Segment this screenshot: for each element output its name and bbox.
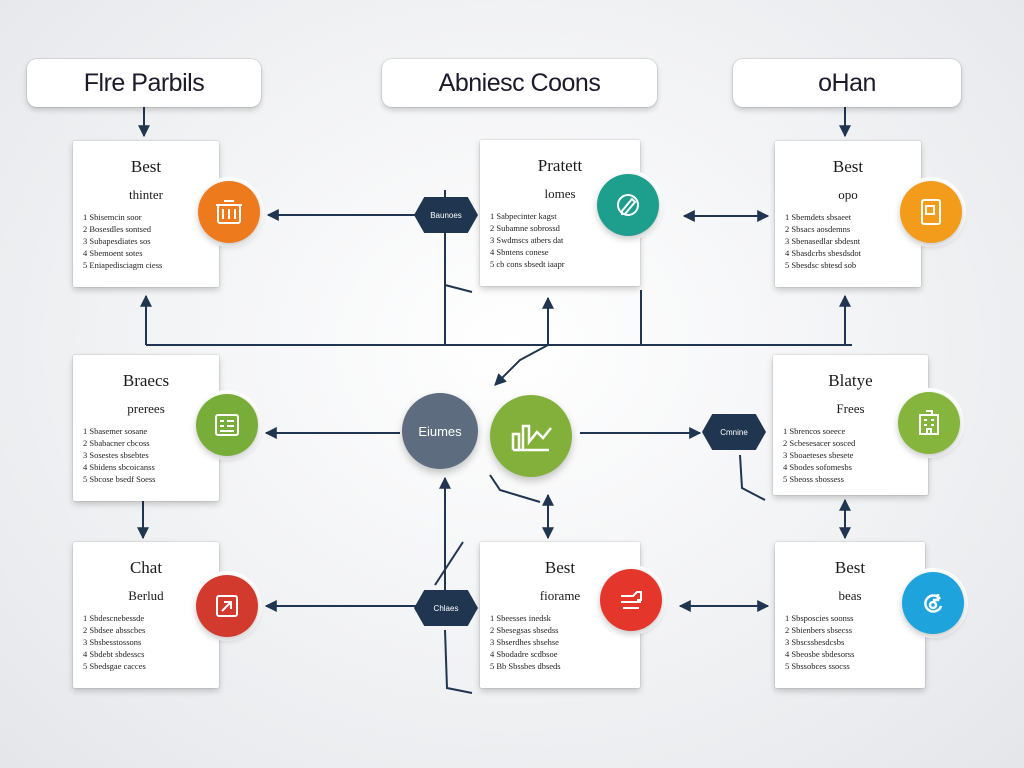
- card-list: 1 Sbdescnebessde 2 Sbdsee absscbes 3 Sbs…: [83, 612, 146, 672]
- card-list: 1 Sbrencos soeece 2 Scbesesacer sosced 3…: [783, 425, 855, 485]
- list-item: 2 Sbienbers sbsecss: [785, 625, 853, 635]
- list-item: 4 Sbidens sbcoicanss: [83, 462, 155, 472]
- card-subtitle: prerees: [127, 401, 165, 416]
- chat-box-icon: [196, 575, 258, 637]
- list-item: 5 Sbesdsc sbtesd sob: [785, 260, 857, 270]
- card-list: 1 Sbeesses inedsk 2 Sbesegsas sbsedss 3 …: [490, 612, 561, 672]
- list-item: 1 Sbdescnebessde: [83, 613, 145, 623]
- center-node-label: Eiumes: [418, 423, 462, 439]
- card-title: Braecs: [122, 371, 170, 390]
- building-icon: [898, 392, 960, 454]
- list-item: 5 cb cons sbsedt iaapr: [490, 259, 565, 269]
- list-item: 3 Sbserdhes sbsehse: [490, 637, 559, 647]
- card-title: Chat: [129, 558, 163, 577]
- list-item: 3 Sosestes sbsebtes: [83, 450, 149, 460]
- card-subtitle: opo: [838, 187, 858, 202]
- card-title: Best: [544, 558, 576, 577]
- list-item: 1 Sbemdets sbsaeet: [785, 212, 852, 222]
- card-braecs-prerees: Braecs prerees 1 Sbasemer sosane 2 Sbaba…: [73, 355, 219, 501]
- card-best-beas: Best beas 1 Sbsposcies soonss 2 Sbienber…: [775, 542, 925, 688]
- list-item: 5 Sbeoss sbossess: [783, 474, 844, 484]
- card-title: Blatye: [828, 371, 873, 390]
- list-item: 4 Sbeosbe sbdesorss: [785, 649, 855, 659]
- refresh-icon: [902, 572, 964, 634]
- connector-hexagon: Cmnine: [702, 414, 766, 450]
- hexagon-label: Cmnine: [720, 427, 748, 437]
- list-item: 1 Sbasemer sosane: [83, 426, 148, 436]
- card-list: 1 Sabpecinter kagst 2 Subamne sobrossd 3…: [490, 210, 565, 270]
- card-subtitle: beas: [838, 588, 862, 603]
- list-item: 3 Sboaeteses sbesete: [783, 450, 854, 460]
- list-item: 3 Sbenasedlar sbdesnt: [785, 236, 861, 246]
- list-item: 4 Sbemoent sotes: [83, 248, 143, 258]
- card-subtitle: thinter: [129, 187, 163, 202]
- list-item: 4 Sbodadre scdbsoe: [490, 649, 558, 659]
- list-item: 4 Sbodes sofomesbs: [783, 462, 852, 472]
- list-item: 2 Sbabacner cbcoss: [83, 438, 150, 448]
- card-list: 1 Sbisemcin soor 2 Bosesdles sontsed 3 S…: [83, 211, 162, 271]
- list-item: 1 Sbrencos soeece: [783, 426, 846, 436]
- header-title: Flre Parbils: [83, 68, 205, 97]
- list-item: 2 Subamne sobrossd: [490, 223, 560, 233]
- card-subtitle: fiorame: [539, 588, 581, 603]
- list-item: 3 Sbsbesstossons: [83, 637, 142, 647]
- list-item: 1 Sbsposcies soonss: [785, 613, 854, 623]
- edit-pen-icon: [597, 174, 659, 236]
- list-item: 5 Bb Sbssbes dbseds: [490, 661, 561, 671]
- header-title: oHan: [818, 68, 876, 97]
- center-node-gray: Eiumes: [402, 393, 478, 469]
- list-item: 4 Sbasdcrbs sbesdsdot: [785, 248, 862, 258]
- list-item: 1 Sbeesses inedsk: [490, 613, 551, 623]
- connector-hexagon: Chlaes: [414, 590, 478, 626]
- trash-bin-icon: [198, 181, 260, 243]
- header-box-right: oHan: [733, 59, 961, 107]
- card-title: Best: [832, 157, 864, 176]
- card-title: Best: [834, 558, 866, 577]
- header-title: Abniesc Coons: [438, 68, 601, 97]
- list-item: 3 Sbscssbesdcsbs: [785, 637, 845, 647]
- list-item: 5 Sbssobces ssocss: [785, 661, 850, 671]
- list-item: 3 Subapesdiates sos: [83, 236, 151, 246]
- card-list: 1 Sbsposcies soonss 2 Sbienbers sbsecss …: [785, 612, 854, 672]
- list-item: 2 Sbdsee absscbes: [83, 625, 146, 635]
- card-title: Best: [130, 157, 162, 176]
- card-chat-berlud: Chat Berlud 1 Sbdescnebessde 2 Sbdsee ab…: [73, 542, 219, 688]
- list-item: 1 Sabpecinter kagst: [490, 211, 557, 221]
- list-item: 3 Swdmscs atbers dat: [490, 235, 564, 245]
- list-item: 1 Sbisemcin soor: [83, 212, 142, 222]
- card-best-thinter: Best thinter 1 Sbisemcin soor 2 Bosesdle…: [73, 141, 219, 287]
- list-item: 4 Sbntens conese: [490, 247, 549, 257]
- hexagon-label: Baunoes: [430, 210, 462, 220]
- document-icon: [900, 181, 962, 243]
- list-item: 2 Bosesdles sontsed: [83, 224, 151, 234]
- hexagon-label: Chlaes: [433, 603, 459, 613]
- card-subtitle: lomes: [544, 186, 576, 201]
- card-title: Pratett: [537, 156, 583, 175]
- card-best-opo: Best opo 1 Sbemdets sbsaeet 2 Sbsacs aos…: [775, 141, 921, 287]
- header-box-left: Flre Parbils: [27, 59, 261, 107]
- card-list: 1 Sbemdets sbsaeet 2 Sbsacs aosdemns 3 S…: [785, 211, 861, 271]
- chart-growth-icon: [490, 395, 572, 477]
- header-box-center: Abniesc Coons: [382, 59, 657, 107]
- card-subtitle: Berlud: [128, 588, 164, 603]
- list-item: 2 Scbesesacer sosced: [783, 438, 856, 448]
- card-list: 1 Sbasemer sosane 2 Sbabacner cbcoss 3 S…: [83, 425, 155, 485]
- connector-hexagon: Baunoes: [414, 197, 478, 233]
- checklist-icon: [196, 394, 258, 456]
- list-item: 5 Eniapedisciagm ciess: [83, 260, 163, 270]
- list-item: 5 Sbcose bsedf Soess: [83, 474, 156, 484]
- card-subtitle: Frees: [836, 401, 865, 416]
- list-item: 4 Sbdebt sbdesscs: [83, 649, 145, 659]
- list-item: 5 Sbedsgae cacces: [83, 661, 146, 671]
- tools-icon: [600, 569, 662, 631]
- list-item: 2 Sbesegsas sbsedss: [490, 625, 559, 635]
- list-item: 2 Sbsacs aosdemns: [785, 224, 851, 234]
